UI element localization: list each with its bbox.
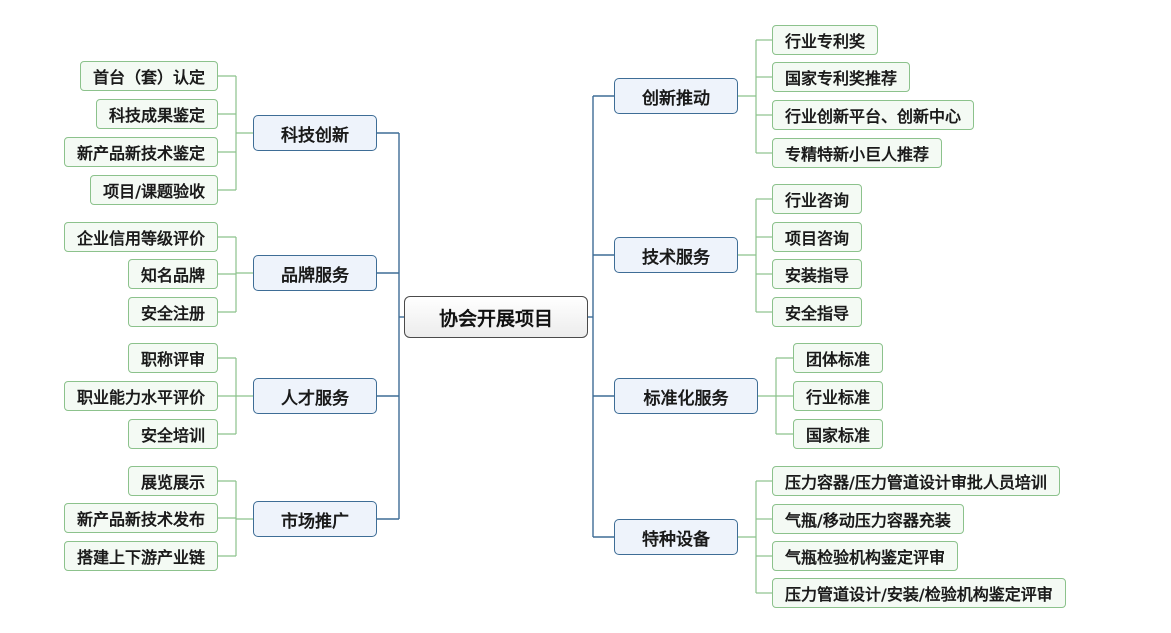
- leaf-node[interactable]: 安全培训: [127, 419, 218, 449]
- leaf-node[interactable]: 行业专利奖: [772, 25, 879, 55]
- branch-node[interactable]: 科技创新: [253, 115, 377, 151]
- leaf-node[interactable]: 搭建上下游产业链: [63, 541, 218, 571]
- leaf-node[interactable]: 展览展示: [127, 466, 218, 496]
- root-topic[interactable]: 协会开展项目: [404, 296, 588, 338]
- branch-node[interactable]: 人才服务: [253, 378, 377, 414]
- leaf-node[interactable]: 安全指导: [772, 297, 863, 327]
- leaf-node[interactable]: 安全注册: [127, 297, 218, 327]
- leaf-node[interactable]: 国家专利奖推荐: [772, 62, 911, 92]
- leaf-node[interactable]: 压力容器/压力管道设计审批人员培训: [772, 466, 1060, 496]
- leaf-node[interactable]: 行业创新平台、创新中心: [772, 100, 975, 130]
- leaf-node[interactable]: 首台（套）认定: [79, 61, 218, 91]
- leaf-node[interactable]: 新产品新技术鉴定: [63, 137, 218, 167]
- leaf-node[interactable]: 专精特新小巨人推荐: [772, 138, 943, 168]
- leaf-node[interactable]: 行业标准: [793, 381, 884, 411]
- leaf-node[interactable]: 国家标准: [793, 419, 884, 449]
- leaf-node[interactable]: 项目咨询: [772, 222, 863, 252]
- branch-node[interactable]: 创新推动: [614, 78, 738, 114]
- leaf-node[interactable]: 气瓶/移动压力容器充装: [772, 504, 964, 534]
- branch-node[interactable]: 市场推广: [253, 501, 377, 537]
- branch-node[interactable]: 特种设备: [614, 519, 738, 555]
- leaf-node[interactable]: 团体标准: [793, 343, 884, 373]
- leaf-node[interactable]: 压力管道设计/安装/检验机构鉴定评审: [772, 578, 1066, 608]
- leaf-node[interactable]: 行业咨询: [772, 184, 863, 214]
- leaf-node[interactable]: 项目/课题验收: [90, 175, 218, 205]
- leaf-node[interactable]: 安装指导: [772, 259, 863, 289]
- leaf-node[interactable]: 职称评审: [127, 343, 218, 373]
- leaf-node[interactable]: 企业信用等级评价: [63, 222, 218, 252]
- branch-node[interactable]: 标准化服务: [614, 378, 758, 414]
- leaf-node[interactable]: 科技成果鉴定: [95, 99, 218, 129]
- leaf-node[interactable]: 新产品新技术发布: [63, 503, 218, 533]
- leaf-node[interactable]: 气瓶检验机构鉴定评审: [772, 541, 959, 571]
- branch-node[interactable]: 品牌服务: [253, 255, 377, 291]
- leaf-node[interactable]: 职业能力水平评价: [63, 381, 218, 411]
- branch-node[interactable]: 技术服务: [614, 237, 738, 273]
- leaf-node[interactable]: 知名品牌: [127, 259, 218, 289]
